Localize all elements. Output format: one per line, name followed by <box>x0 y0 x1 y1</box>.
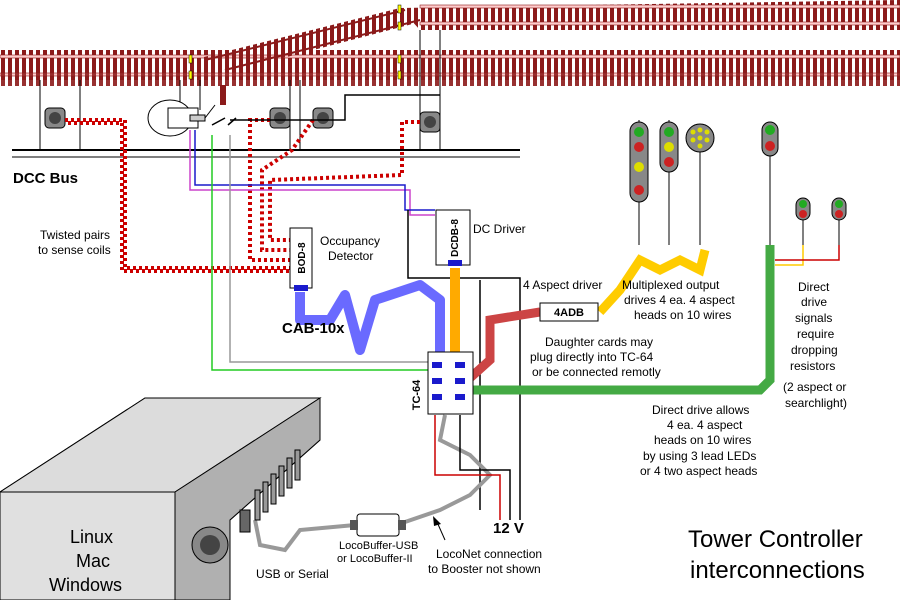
locobuffer-device <box>350 513 406 537</box>
insulators <box>188 4 402 80</box>
direct-right-label-2: drive <box>801 295 828 309</box>
daughter-label-2: plug directly into TC-64 <box>530 350 654 364</box>
direct-allows-label-5: or 4 two aspect heads <box>640 464 758 478</box>
twisted-pairs-label-1: Twisted pairs <box>40 228 111 242</box>
loconet-label-1: LocoNet connection <box>436 547 543 561</box>
daughter-label-1: Daughter cards may <box>545 335 654 349</box>
os-label-linux: Linux <box>70 527 114 547</box>
power-wires <box>434 415 511 520</box>
switch-machine <box>147 85 237 137</box>
ribbon-bod8-tc64 <box>295 280 445 355</box>
diagram-title-line-2: interconnections <box>690 557 865 584</box>
track-diverging <box>200 0 900 72</box>
signal-mast-2 <box>659 120 679 245</box>
direct-right-label-6: resistors <box>790 359 836 373</box>
sense-coil-2 <box>269 107 291 129</box>
dcc-bus-label: DCC Bus <box>13 170 79 187</box>
os-label-mac: Mac <box>76 551 111 571</box>
cab-label: CAB-10x <box>282 320 345 337</box>
dcdb8-label: DCDB-8 <box>450 219 461 257</box>
direct-right-label-5: dropping <box>791 343 838 357</box>
4adb-label: 4ADB <box>554 307 584 319</box>
multiplexed-label-1: Multiplexed output <box>622 278 720 292</box>
signal-mast-6 <box>831 197 847 245</box>
direct-allows-label-2: 4 ea. 4 aspect <box>667 418 743 432</box>
signal-mast-4 <box>761 121 779 245</box>
tc64-label: TC-64 <box>411 379 423 410</box>
multiplexed-label-2: drives 4 ea. 4 aspect <box>624 293 735 307</box>
sense-coil-1 <box>44 107 66 129</box>
tc64-module: TC-64 <box>411 351 474 415</box>
4adb-module: 4ADB <box>539 302 599 322</box>
switch-wires <box>189 94 440 371</box>
ribbon-tc64-4adb <box>466 307 541 382</box>
direct-right-label-4: require <box>797 327 835 341</box>
signal-wires-direct <box>775 245 840 266</box>
direct-right-label-7: (2 aspect or <box>783 380 847 394</box>
ribbon-4adb-signals <box>596 248 710 316</box>
sense-coil-3 <box>312 107 334 129</box>
computer <box>0 397 322 601</box>
direct-allows-label-1: Direct drive allows <box>652 403 750 417</box>
bod8-label: BOD-8 <box>297 242 308 274</box>
occupancy-label-2: Detector <box>328 249 374 263</box>
diagram-title-line-1: Tower Controller <box>688 526 863 553</box>
signal-mast-1 <box>629 120 649 245</box>
track-lower <box>0 58 900 86</box>
direct-right-label-3: signals <box>795 311 833 325</box>
locobuffer-label-2: or LocoBuffer-II <box>337 553 413 565</box>
os-label-windows: Windows <box>49 575 123 595</box>
dcdb8-module: DCDB-8 <box>435 209 471 266</box>
direct-allows-label-3: heads on 10 wires <box>654 433 752 447</box>
locobuffer-label-1: LocoBuffer-USB <box>339 540 419 552</box>
direct-allows-label-4: by using 3 lead LEDs <box>643 449 757 463</box>
daughter-label-3: or be connected remotly <box>532 365 661 379</box>
signal-mast-3 <box>685 123 715 245</box>
twisted-pairs-label-2: to sense coils <box>38 243 111 257</box>
occupancy-label-1: Occupancy <box>320 234 381 248</box>
dc-driver-label: DC Driver <box>473 222 526 236</box>
ribbon-tc64-direct <box>470 245 775 395</box>
four-aspect-driver-label: 4 Aspect driver <box>523 278 603 292</box>
dc-driver-wiring <box>407 210 521 520</box>
twelve-volt-label: 12 V <box>493 520 524 537</box>
direct-right-label-8: searchlight) <box>785 396 848 410</box>
signal-mast-5 <box>795 197 811 245</box>
multiplexed-label-3: heads on 10 wires <box>634 308 732 322</box>
loconet-arrow <box>433 516 446 541</box>
direct-right-label-1: Direct <box>798 280 830 294</box>
sense-coil-4 <box>419 111 441 133</box>
bod8-module: BOD-8 <box>289 227 313 291</box>
loconet-label-2: to Booster not shown <box>428 562 541 576</box>
usb-serial-label: USB or Serial <box>256 567 329 581</box>
